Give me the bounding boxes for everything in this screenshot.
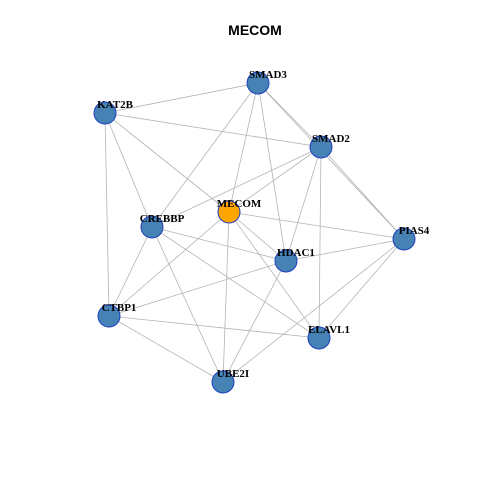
node-crebbp: CREBBP bbox=[140, 213, 185, 239]
edge-smad3-pias4 bbox=[257, 82, 405, 240]
node-circle-crebbp bbox=[140, 215, 164, 239]
node-label-ube2i: UBE2I bbox=[217, 368, 249, 380]
edge-kat2b-mecom bbox=[104, 112, 230, 213]
node-circle-ube2i bbox=[211, 370, 235, 394]
edge-smad3-kat2b bbox=[104, 82, 259, 114]
node-circle-pias4 bbox=[392, 227, 416, 251]
edge-crebbp-hdac1 bbox=[151, 226, 287, 262]
node-ctbp1: CTBP1 bbox=[97, 302, 137, 328]
node-smad2: SMAD2 bbox=[309, 133, 350, 159]
node-pias4: PIAS4 bbox=[392, 225, 430, 251]
node-elavl1: ELAVL1 bbox=[307, 324, 350, 350]
edge-ctbp1-ube2i bbox=[108, 315, 224, 383]
node-smad3: SMAD3 bbox=[246, 69, 287, 95]
edge-ctbp1-elavl1 bbox=[108, 315, 320, 339]
node-label-mecom: MECOM bbox=[217, 198, 262, 210]
node-label-smad2: SMAD2 bbox=[312, 133, 350, 145]
node-label-elavl1: ELAVL1 bbox=[308, 324, 350, 336]
edge-pias4-hdac1 bbox=[285, 238, 405, 262]
edge-hdac1-ctbp1 bbox=[108, 260, 287, 317]
edge-mecom-elavl1 bbox=[228, 211, 320, 339]
node-circle-ctbp1 bbox=[97, 304, 121, 328]
edge-crebbp-ctbp1 bbox=[108, 226, 153, 317]
node-circle-kat2b bbox=[93, 101, 117, 125]
edge-kat2b-ctbp1 bbox=[104, 112, 110, 317]
edge-kat2b-smad2 bbox=[104, 112, 322, 148]
edge-smad3-hdac1 bbox=[257, 82, 287, 262]
edge-mecom-hdac1 bbox=[228, 211, 287, 262]
node-kat2b: KAT2B bbox=[93, 99, 134, 125]
edge-smad2-pias4 bbox=[320, 146, 405, 240]
node-label-smad3: SMAD3 bbox=[249, 69, 287, 81]
node-hdac1: HDAC1 bbox=[274, 247, 315, 273]
edge-pias4-elavl1 bbox=[318, 238, 405, 339]
edge-pias4-ube2i bbox=[222, 238, 405, 383]
node-label-ctbp1: CTBP1 bbox=[102, 302, 137, 314]
node-circle-smad2 bbox=[309, 135, 333, 159]
node-circle-smad3 bbox=[246, 71, 270, 95]
node-circle-elavl1 bbox=[307, 326, 331, 350]
edge-smad2-crebbp bbox=[151, 146, 322, 228]
edge-smad2-elavl1 bbox=[318, 146, 322, 339]
edge-mecom-ube2i bbox=[222, 211, 230, 383]
graph-title: MECOM bbox=[228, 22, 282, 38]
node-label-kat2b: KAT2B bbox=[97, 99, 134, 111]
edge-smad3-mecom bbox=[228, 82, 259, 213]
edge-layer bbox=[104, 82, 405, 383]
edge-mecom-pias4 bbox=[228, 211, 405, 240]
node-mecom: MECOM bbox=[217, 198, 262, 224]
node-circle-hdac1 bbox=[274, 249, 298, 273]
node-circle-mecom bbox=[217, 200, 241, 224]
edge-smad2-mecom bbox=[228, 146, 322, 213]
node-label-hdac1: HDAC1 bbox=[277, 247, 315, 259]
edge-hdac1-ube2i bbox=[222, 260, 287, 383]
edge-smad3-crebbp bbox=[151, 82, 259, 228]
edge-kat2b-crebbp bbox=[104, 112, 153, 228]
node-ube2i: UBE2I bbox=[211, 368, 249, 394]
node-label-crebbp: CREBBP bbox=[140, 213, 185, 225]
node-label-pias4: PIAS4 bbox=[399, 225, 430, 237]
edge-smad2-hdac1 bbox=[285, 146, 322, 262]
edge-crebbp-ube2i bbox=[151, 226, 224, 383]
edge-crebbp-elavl1 bbox=[151, 226, 320, 339]
